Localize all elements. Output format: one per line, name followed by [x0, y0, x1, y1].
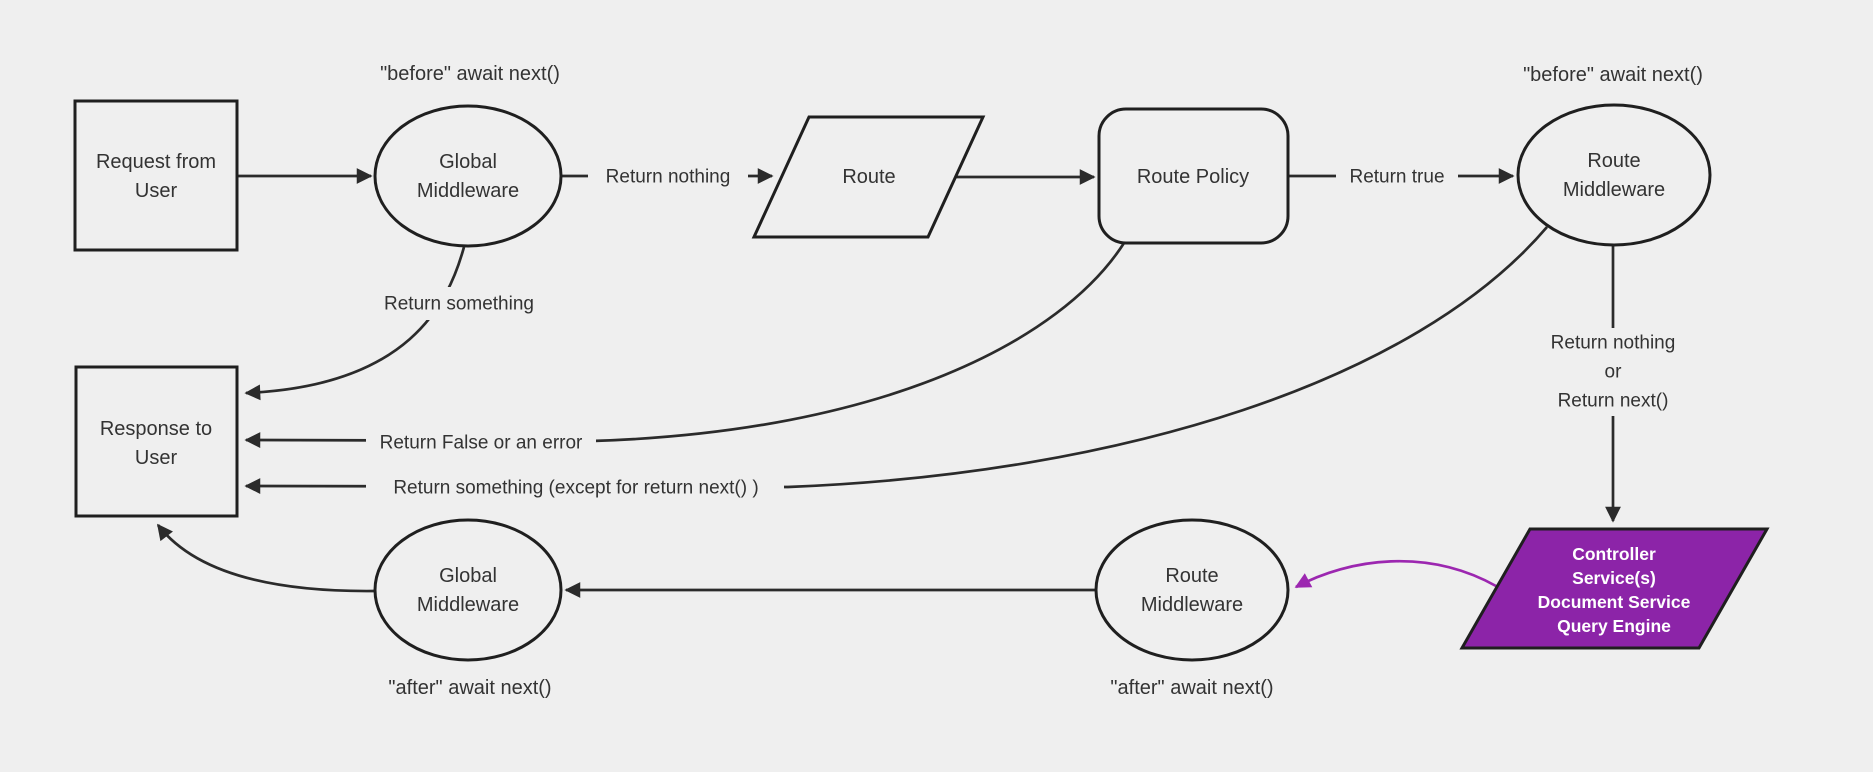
- edge-label-return-something: Return something: [384, 294, 534, 315]
- node-controller-services-label-line2: Service(s): [1572, 568, 1656, 588]
- node-global-middleware-after-label-line2: Middleware: [417, 594, 519, 616]
- node-route-middleware-before-label-line1: Route: [1587, 150, 1640, 172]
- edge-global-middleware-to-response: [244, 246, 466, 401]
- node-route-policy-label: Route Policy: [1137, 166, 1249, 188]
- edge-controller-to-route-middleware-after: [1294, 559, 1497, 589]
- node-response-to-user: [74, 365, 239, 518]
- node-controller-services-label-line3: Document Service: [1538, 592, 1691, 612]
- node-route-middleware-before-label-line2: Middleware: [1563, 179, 1665, 201]
- node-global-middleware-before-label-line1: Global: [439, 151, 497, 173]
- edge-route-policy-to-response: [244, 242, 1126, 448]
- node-route-label: Route: [842, 166, 895, 188]
- edge-label-return-nothing-line1: Return nothing: [1551, 333, 1676, 354]
- edge-label-return-true: Return true: [1349, 167, 1444, 188]
- edge-global-middleware-after-to-response: [156, 523, 376, 593]
- node-controller-services-label-line1: Controller: [1572, 544, 1656, 564]
- edge-label-bg: [1534, 328, 1694, 416]
- annotation-after-await-next-left: "after" await next(): [388, 677, 551, 699]
- annotation-after-await-next-middle: "after" await next(): [1110, 677, 1273, 699]
- edge-label-bg: [1336, 160, 1458, 193]
- edge-label-return-nothing-line2: or: [1605, 362, 1623, 383]
- node-route-middleware-after: [1094, 518, 1290, 662]
- edge-label-bg: [366, 426, 596, 458]
- node-controller-services: [1459, 527, 1770, 650]
- node-route-middleware-after-label-line2: Middleware: [1141, 594, 1243, 616]
- node-route: [751, 115, 986, 239]
- annotation-before-await-next-left: "before" await next(): [380, 63, 560, 85]
- node-request-from-user: [73, 99, 239, 252]
- edge-label-bg: [373, 287, 545, 320]
- node-route-middleware-after-label-line1: Route: [1165, 565, 1218, 587]
- node-route-middleware-before: [1516, 103, 1712, 247]
- annotation-before-await-next-right: "before" await next(): [1523, 64, 1703, 86]
- node-global-middleware-after: [373, 518, 563, 662]
- edge-label-return-nothing: Return nothing: [606, 167, 731, 188]
- node-request-from-user-label-line2: User: [135, 180, 178, 202]
- edge-label-return-false-or-error: Return False or an error: [380, 433, 583, 454]
- node-request-from-user-label-line1: Request from: [96, 151, 216, 173]
- node-controller-services-label-line4: Query Engine: [1557, 616, 1671, 636]
- edge-label-bg: [588, 160, 748, 193]
- edge-label-return-nothing-line3: Return next(): [1558, 391, 1669, 412]
- edge-route-middleware-to-response: [244, 226, 1549, 494]
- node-response-to-user-label-line1: Response to: [100, 418, 212, 440]
- node-global-middleware-before: [373, 104, 563, 248]
- node-route-policy: [1097, 107, 1290, 245]
- edge-label-return-something-except: Return something (except for return next…: [393, 478, 758, 499]
- node-response-to-user-label-line2: User: [135, 447, 178, 469]
- edge-label-bg: [366, 471, 784, 503]
- node-global-middleware-before-label-line2: Middleware: [417, 180, 519, 202]
- node-global-middleware-after-label-line1: Global: [439, 565, 497, 587]
